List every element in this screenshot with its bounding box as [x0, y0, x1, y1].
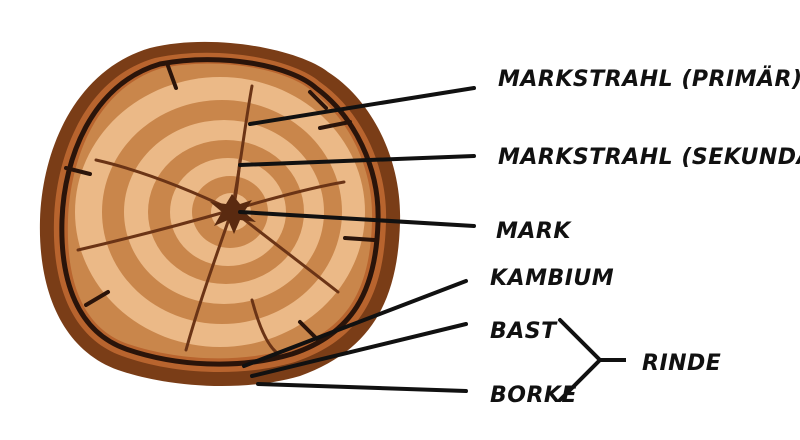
leader-lines [238, 86, 626, 402]
cambium-line [59, 57, 381, 367]
leader-pith [238, 210, 476, 228]
leader-ray-secondary [238, 154, 476, 167]
bark-check [343, 236, 376, 242]
label-bark-group: RINDE [642, 351, 721, 376]
primary-ray [76, 208, 234, 252]
pith [210, 194, 256, 234]
bark-check [308, 90, 328, 110]
primary-ray [184, 208, 234, 352]
label-pith: MARK [496, 219, 572, 244]
label-cambium: KAMBIUM [490, 266, 614, 291]
leader-cambium [242, 279, 468, 368]
label-phloem: BAST [490, 319, 558, 344]
bark-check [84, 290, 110, 307]
leader-outer-bark [256, 382, 468, 393]
label-ray-primary: MARKSTRAHL (PRIMÄR) [498, 66, 800, 92]
leader-phloem [250, 322, 468, 378]
secondary-ray [250, 298, 278, 354]
label-ray-secondary: MARKSTRAHL (SEKUNDÄR) [498, 144, 800, 170]
leader-ray-primary [248, 86, 476, 126]
bark-check [64, 166, 92, 176]
bark-check [318, 120, 352, 130]
bark-group-bracket [558, 318, 626, 402]
bark-check [166, 64, 178, 90]
label-outer-bark: BORKE [490, 383, 577, 408]
log-cross-section [39, 41, 401, 387]
